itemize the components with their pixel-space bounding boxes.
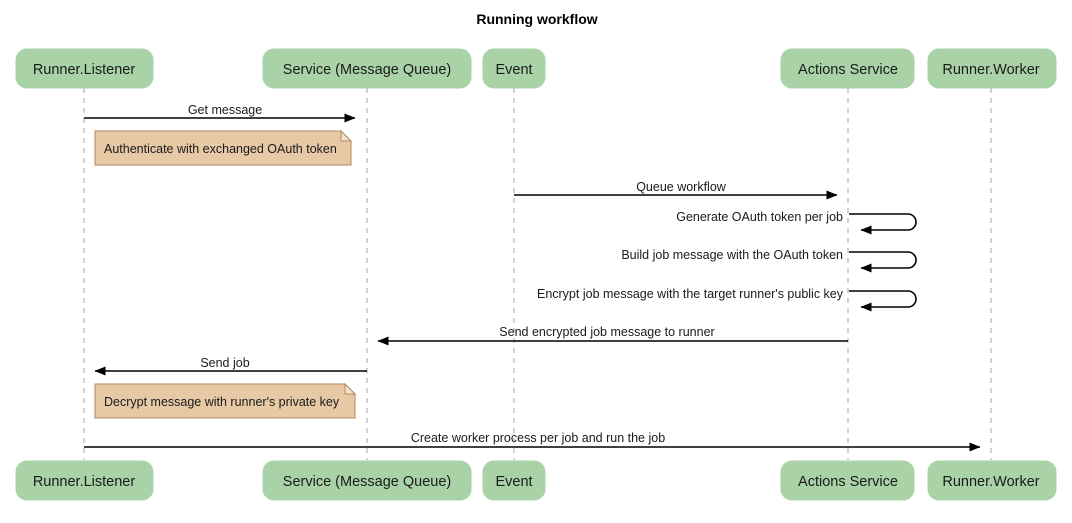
message-create-worker[interactable]: Create worker process per job and run th… xyxy=(84,431,981,452)
self-loop-arrow[interactable] xyxy=(849,213,917,235)
participant-bottom-actions-service[interactable]: Actions Service xyxy=(780,460,915,501)
message-label: Send job xyxy=(200,356,249,370)
participant-label: Actions Service xyxy=(798,474,898,490)
participant-box[interactable] xyxy=(262,48,472,89)
self-loop-arrow[interactable] xyxy=(849,251,917,273)
participant-top-event[interactable]: Event xyxy=(482,48,546,89)
participant-box[interactable] xyxy=(15,48,154,89)
participant-bottom-service-queue[interactable]: Service (Message Queue) xyxy=(262,460,472,501)
notes-group: Authenticate with exchanged OAuth token … xyxy=(94,129,357,419)
participant-box[interactable] xyxy=(482,48,546,89)
message-label: Encrypt job message with the target runn… xyxy=(537,287,844,301)
self-loop-arrow[interactable] xyxy=(849,290,917,312)
message-label: Get message xyxy=(188,103,262,117)
note-fold-corner xyxy=(344,382,357,395)
note-body[interactable] xyxy=(94,130,352,166)
note-label: Authenticate with exchanged OAuth token xyxy=(104,142,337,156)
participant-box[interactable] xyxy=(780,48,915,89)
note-decrypt[interactable]: Decrypt message with runner's private ke… xyxy=(94,382,357,419)
message-generate-token[interactable]: Generate OAuth token per job xyxy=(676,210,917,235)
participant-box[interactable] xyxy=(262,460,472,501)
message-send-encrypted-job[interactable]: Send encrypted job message to runner xyxy=(377,325,848,346)
participant-label: Service (Message Queue) xyxy=(283,62,451,78)
participant-label: Runner.Worker xyxy=(942,474,1039,490)
participant-top-service-queue[interactable]: Service (Message Queue) xyxy=(262,48,472,89)
participant-label: Runner.Listener xyxy=(33,62,136,78)
message-build-job-message[interactable]: Build job message with the OAuth token xyxy=(621,248,917,273)
participant-label: Runner.Worker xyxy=(942,62,1039,78)
message-queue-workflow[interactable]: Queue workflow xyxy=(514,180,838,200)
message-get-message[interactable]: Get message xyxy=(84,103,356,123)
note-label: Decrypt message with runner's private ke… xyxy=(104,395,340,409)
note-fold-corner xyxy=(340,129,353,142)
message-label: Queue workflow xyxy=(636,180,727,194)
participant-top-runner-listener[interactable]: Runner.Listener xyxy=(15,48,154,89)
page-title: Running workflow xyxy=(476,11,597,27)
lifelines-group xyxy=(83,88,992,460)
note-authenticate[interactable]: Authenticate with exchanged OAuth token xyxy=(94,129,353,166)
message-label: Create worker process per job and run th… xyxy=(411,431,665,445)
message-send-job[interactable]: Send job xyxy=(94,356,367,376)
participants-top: Runner.Listener Service (Message Queue) … xyxy=(15,48,1057,89)
participant-box[interactable] xyxy=(780,460,915,501)
participant-top-runner-worker[interactable]: Runner.Worker xyxy=(927,48,1057,89)
participants-bottom: Runner.Listener Service (Message Queue) … xyxy=(15,460,1057,501)
messages-group: Get message Queue workflow Generate OAut… xyxy=(84,103,981,452)
participant-box[interactable] xyxy=(482,460,546,501)
participant-label: Runner.Listener xyxy=(33,474,136,490)
note-body[interactable] xyxy=(94,383,356,419)
participant-label: Event xyxy=(495,474,532,490)
participant-box[interactable] xyxy=(927,460,1057,501)
participant-bottom-event[interactable]: Event xyxy=(482,460,546,501)
participant-bottom-runner-worker[interactable]: Runner.Worker xyxy=(927,460,1057,501)
participant-box[interactable] xyxy=(15,460,154,501)
participant-label: Service (Message Queue) xyxy=(283,474,451,490)
message-label: Build job message with the OAuth token xyxy=(621,248,843,262)
message-encrypt-job-message[interactable]: Encrypt job message with the target runn… xyxy=(537,287,917,312)
message-label: Send encrypted job message to runner xyxy=(499,325,714,339)
participant-box[interactable] xyxy=(927,48,1057,89)
participant-top-actions-service[interactable]: Actions Service xyxy=(780,48,915,89)
participant-label: Actions Service xyxy=(798,62,898,78)
participant-bottom-runner-listener[interactable]: Runner.Listener xyxy=(15,460,154,501)
participant-label: Event xyxy=(495,62,532,78)
message-label: Generate OAuth token per job xyxy=(676,210,843,224)
